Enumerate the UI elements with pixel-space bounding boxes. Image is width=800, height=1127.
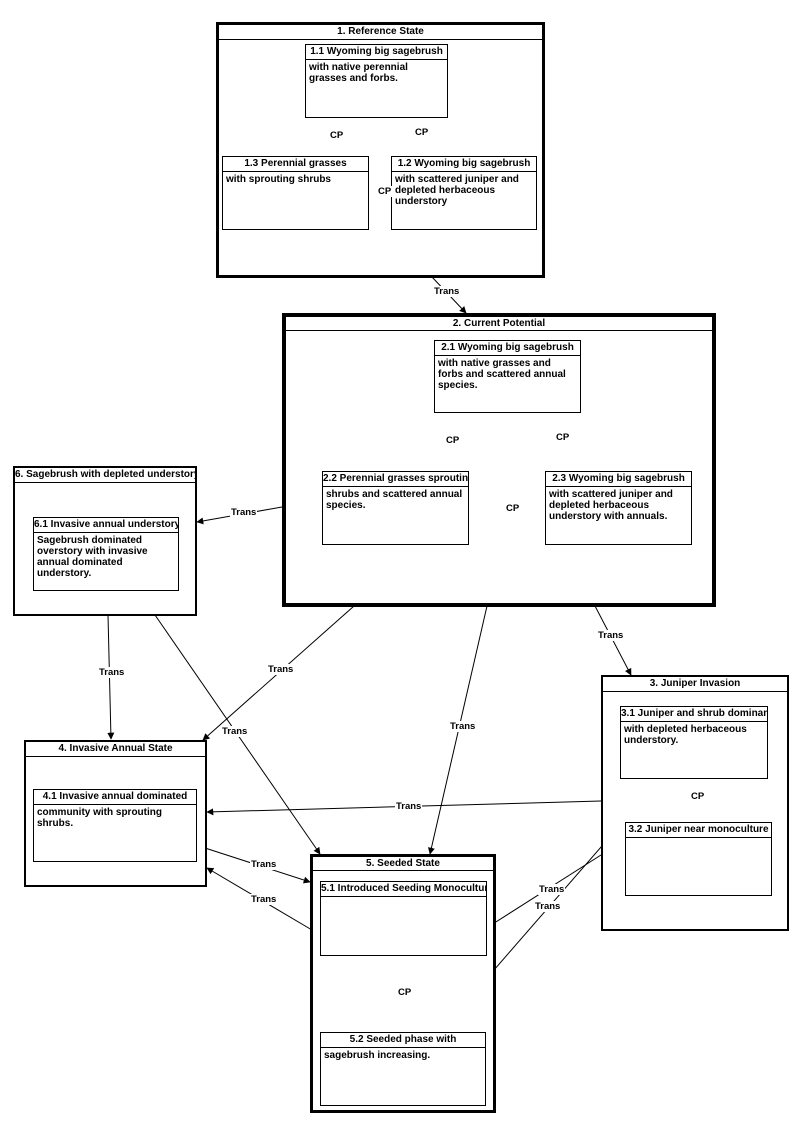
phase-1-2-title: 1.2 Wyoming big sagebrush [392, 157, 536, 172]
phase-3-1: 3.1 Juniper and shrub dominant with depl… [620, 706, 768, 779]
phase-5-2: 5.2 Seeded phase with sagebrush increasi… [320, 1032, 486, 1106]
state-2-title: 2. Current Potential [286, 317, 712, 331]
phase-1-1-body: with native perennial grasses and forbs. [309, 62, 408, 84]
label-trans-2-to-4: Trans [267, 664, 295, 675]
phase-2-1: 2.1 Wyoming big sagebrush with native gr… [434, 340, 581, 413]
phase-2-2: 2.2 Perennial grasses sprouting shrubs a… [322, 471, 469, 545]
phase-3-2: 3.2 Juniper near monoculture [625, 822, 772, 896]
state-5-title: 5. Seeded State [313, 857, 493, 871]
phase-1-1: 1.1 Wyoming big sagebrush with native pe… [305, 44, 448, 118]
phase-4-1-title: 4.1 Invasive annual dominated [34, 790, 196, 805]
state-6-title: 6. Sagebrush with depleted understory [15, 468, 195, 483]
label-cp-2-1-to-2-2: CP [445, 435, 461, 446]
phase-5-1-title: 5.1 Introduced Seeding Monoculture [321, 882, 486, 897]
label-trans-5-to-3: Trans [534, 901, 562, 912]
label-cp-1-1-to-1-3: CP [329, 130, 345, 141]
phase-3-1-body: with depleted herbaceous understory. [624, 724, 747, 746]
label-cp-5-1-to-5-2: CP [397, 987, 413, 998]
label-trans-4-to-5: Trans [250, 859, 278, 870]
phase-6-1-title: 6.1 Invasive annual understory [34, 518, 178, 533]
phase-2-3: 2.3 Wyoming big sagebrush with scattered… [545, 471, 692, 545]
state-3-title: 3. Juniper Invasion [603, 677, 787, 692]
phase-5-2-body: sagebrush increasing. [324, 1050, 431, 1061]
phase-5-2-title: 5.2 Seeded phase with [321, 1033, 485, 1048]
phase-1-2-body: with scattered juniper and depleted herb… [395, 174, 519, 207]
phase-2-2-title: 2.2 Perennial grasses sprouting [323, 472, 468, 487]
phase-6-1-body: Sagebrush dominated overstory with invas… [37, 535, 148, 579]
label-cp-2-3-to-2-2: CP [505, 503, 521, 514]
label-cp-1-1-to-1-2: CP [414, 127, 430, 138]
label-trans-6-to-4: Trans [98, 667, 126, 678]
label-cp-1-2-to-1-3: CP [377, 186, 393, 197]
label-trans-3-to-4: Trans [395, 801, 423, 812]
label-trans-2-to-3: Trans [597, 630, 625, 641]
phase-3-2-title: 3.2 Juniper near monoculture [626, 823, 771, 838]
phase-1-2: 1.2 Wyoming big sagebrush with scattered… [391, 156, 537, 230]
phase-4-1: 4.1 Invasive annual dominated community … [33, 789, 197, 862]
state-4-title: 4. Invasive Annual State [26, 742, 205, 757]
phase-1-3-title: 1.3 Perennial grasses [223, 157, 368, 172]
phase-3-2-body [626, 838, 771, 842]
label-trans-6-to-5: Trans [221, 726, 249, 737]
phase-2-3-body: with scattered juniper and depleted herb… [549, 489, 673, 522]
phase-2-1-title: 2.1 Wyoming big sagebrush [435, 341, 580, 356]
label-trans-2-to-5: Trans [449, 721, 477, 732]
label-cp-3-1-to-3-2: CP [690, 791, 706, 802]
phase-6-1: 6.1 Invasive annual understory Sagebrush… [33, 517, 179, 591]
phase-1-1-title: 1.1 Wyoming big sagebrush [306, 45, 447, 60]
phase-4-1-body: community with sprouting shrubs. [37, 807, 162, 829]
phase-1-3-body: with sprouting shrubs [226, 174, 331, 185]
phase-2-2-body: shrubs and scattered annual species. [326, 489, 463, 511]
state-1-title: 1. Reference State [219, 25, 542, 40]
phase-5-1: 5.1 Introduced Seeding Monoculture [320, 881, 487, 956]
label-trans-3-to-5: Trans [538, 884, 566, 895]
label-trans-5-to-4: Trans [250, 894, 278, 905]
phase-1-3: 1.3 Perennial grasses with sprouting shr… [222, 156, 369, 230]
phase-3-1-title: 3.1 Juniper and shrub dominant [621, 707, 767, 722]
label-cp-2-1-to-2-3: CP [555, 432, 571, 443]
label-trans-2-to-6: Trans [230, 507, 258, 518]
phase-2-1-body: with native grasses and forbs and scatte… [438, 358, 566, 391]
label-trans-1-to-2: Trans [433, 286, 461, 297]
phase-5-1-body [321, 897, 486, 901]
phase-2-3-title: 2.3 Wyoming big sagebrush [546, 472, 691, 487]
